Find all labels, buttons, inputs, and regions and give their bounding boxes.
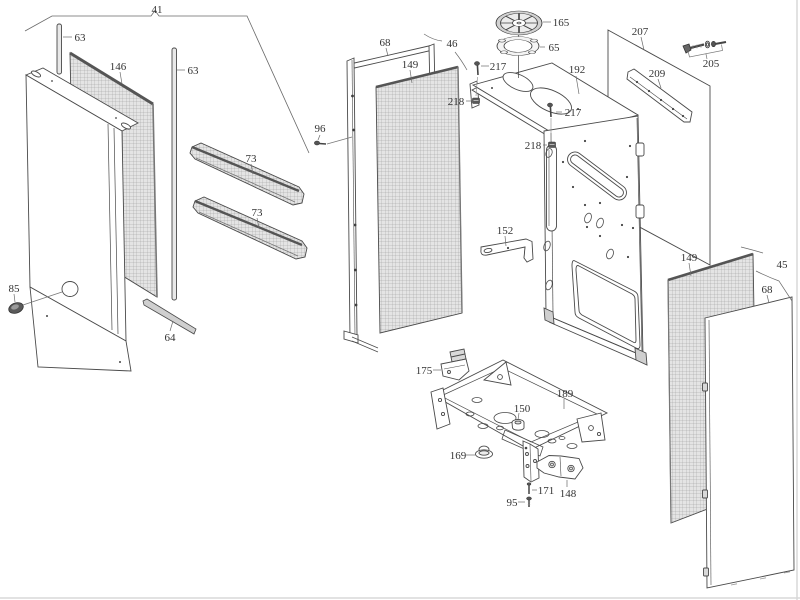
assembly-bracket-41 [24, 9, 310, 154]
part-label-46: 46 [447, 38, 459, 50]
screw-171 [526, 482, 532, 494]
part-label-165: 165 [553, 17, 570, 29]
part-label-205: 205 [703, 58, 720, 70]
part-label-65: 65 [549, 42, 561, 54]
rod-63-right [171, 47, 177, 301]
part-label-149-right: 149 [681, 252, 698, 264]
leader-lines [13, 21, 793, 503]
part-label-189: 189 [557, 388, 574, 400]
part-label-45: 45 [777, 259, 789, 271]
part-label-149-left: 149 [402, 59, 419, 71]
part-label-209: 209 [649, 68, 666, 80]
trim-strip-64 [142, 298, 197, 335]
base-frame-189 [430, 359, 609, 483]
part-label-63-right: 63 [188, 65, 200, 77]
part-label-207: 207 [632, 26, 649, 38]
insulation-panel-149-left [375, 65, 463, 334]
part-label-73-lower: 73 [252, 207, 264, 219]
foot-grommet-169 [475, 445, 493, 459]
part-label-217-left: 217 [490, 61, 507, 73]
insulation-strip-73-lower [192, 196, 308, 260]
part-label-218-right: 218 [525, 140, 542, 152]
gasket-65 [496, 36, 540, 56]
part-label-148: 148 [560, 488, 577, 500]
insulation-strip-73-upper [189, 142, 305, 206]
part-label-63-left: 63 [75, 32, 87, 44]
bracket-175 [440, 348, 470, 381]
bracket-152 [480, 238, 534, 263]
part-label-218-left: 218 [448, 96, 465, 108]
cap-85 [8, 291, 63, 314]
part-label-171: 171 [538, 485, 555, 497]
part-label-68-right: 68 [762, 284, 774, 296]
part-label-73-upper: 73 [246, 153, 258, 165]
fan-grille-165 [495, 10, 543, 78]
screw-95 [526, 496, 532, 507]
part-label-64: 64 [165, 332, 177, 344]
side-panel-68-right [702, 296, 795, 589]
part-label-217-right: 217 [565, 107, 582, 119]
part-label-150: 150 [514, 403, 531, 415]
part-label-41: 41 [152, 4, 163, 16]
part-label-96: 96 [315, 123, 327, 135]
screw-96 [314, 136, 353, 146]
mounting-rail-209 [626, 68, 693, 123]
grommet-150 [511, 419, 525, 431]
screw-217-right [545, 102, 553, 158]
part-label-68-left: 68 [380, 37, 392, 49]
fastener-set-205 [682, 40, 727, 60]
part-label-95: 95 [507, 497, 519, 509]
screw-217-left [474, 61, 480, 97]
part-label-152: 152 [497, 225, 514, 237]
part-label-85: 85 [9, 283, 21, 295]
nut-218-left [472, 97, 480, 104]
nut-218-right [548, 141, 556, 148]
part-label-175: 175 [416, 365, 433, 377]
part-label-192: 192 [569, 64, 586, 76]
part-label-146: 146 [110, 61, 127, 73]
bracket-plate-148 [536, 455, 584, 480]
part-label-169: 169 [450, 450, 467, 462]
main-body-192-assembly [469, 62, 648, 366]
rod-63-left [56, 23, 62, 75]
front-door-panel [24, 67, 139, 372]
